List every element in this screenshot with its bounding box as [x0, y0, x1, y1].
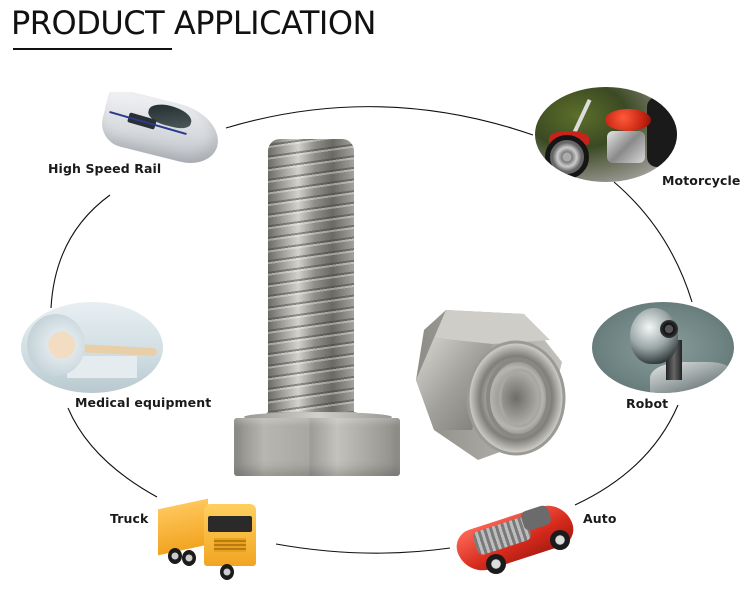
label-medical-equipment: Medical equipment	[75, 395, 212, 410]
label-motorcycle: Motorcycle	[662, 173, 741, 188]
bolt-thread	[268, 139, 354, 419]
label-truck: Truck	[110, 511, 149, 526]
truck-wheel	[220, 564, 234, 580]
fuel-tank	[605, 109, 651, 131]
arc-robot-to-auto	[574, 404, 679, 506]
rider	[647, 97, 677, 167]
car-icon	[450, 494, 578, 578]
label-high-speed-rail: High Speed Rail	[48, 161, 162, 176]
scanner-ring	[27, 314, 85, 376]
robot-eye	[660, 320, 678, 338]
robot-shoulder	[650, 362, 734, 393]
scanner-bed	[72, 343, 158, 357]
bolt-head-top	[244, 412, 392, 422]
arc-medical-to-rail	[50, 194, 111, 309]
title-underline	[13, 48, 172, 50]
train-body	[98, 92, 223, 164]
label-robot: Robot	[626, 396, 669, 411]
truck-grille	[214, 538, 246, 552]
scanner-base	[67, 356, 137, 378]
truck-trailer	[158, 498, 208, 556]
truck-wheel	[182, 550, 196, 566]
hex-nut-image	[416, 310, 570, 462]
robot-icon	[592, 302, 734, 393]
truck-icon	[150, 492, 262, 584]
wheel	[545, 135, 589, 179]
engine	[607, 131, 645, 163]
truck-windshield	[208, 516, 252, 532]
mri-scanner-icon	[21, 302, 163, 393]
label-auto: Auto	[583, 511, 617, 526]
arc-truck-to-medical	[67, 407, 158, 498]
page-title: PRODUCT APPLICATION	[11, 4, 376, 42]
arc-rail-to-motorcycle	[225, 106, 534, 136]
truck-wheel	[168, 548, 182, 564]
car-wheel	[486, 554, 506, 574]
train-icon	[98, 92, 223, 164]
bolt-head	[234, 418, 400, 476]
arc-motorcycle-to-robot	[613, 181, 693, 303]
truck-cab	[204, 504, 256, 566]
car-wheel	[550, 530, 570, 550]
motorcycle-icon	[535, 87, 677, 182]
arc-auto-to-truck	[275, 543, 451, 554]
